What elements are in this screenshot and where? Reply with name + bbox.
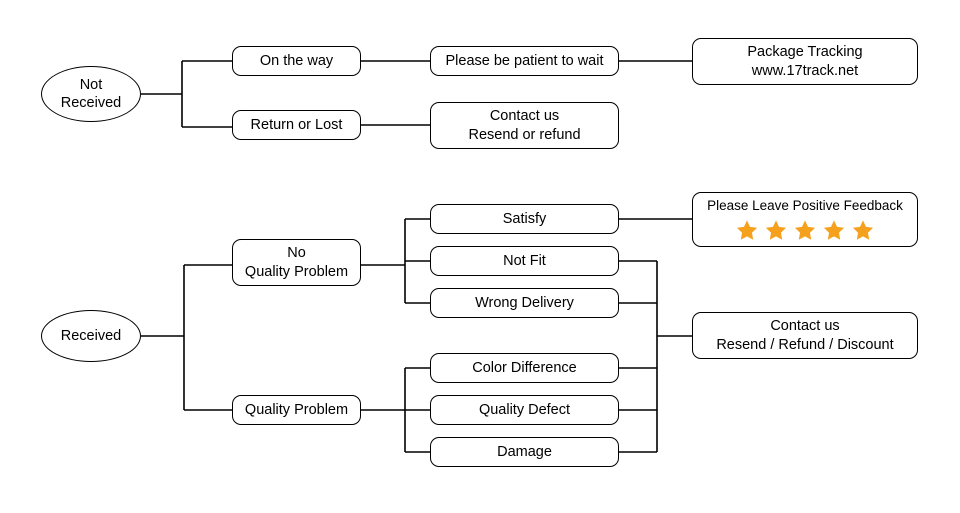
star-icon — [794, 220, 816, 240]
node-on-the-way: On the way — [232, 46, 361, 76]
star-icon — [823, 220, 845, 240]
node-label: Not Fit — [503, 252, 546, 269]
node-label: On the way — [259, 52, 334, 69]
node-label: Please be patient to wait — [445, 52, 604, 69]
node-label: Damage — [497, 443, 552, 460]
node-label: Satisfy — [502, 210, 547, 227]
node-not-received: Not Received — [41, 66, 141, 122]
star-icon — [736, 220, 758, 240]
node-label: Quality Defect — [478, 401, 571, 418]
star-icon — [852, 220, 874, 240]
node-label: No Quality Problem — [244, 245, 349, 280]
node-return-or-lost: Return or Lost — [232, 110, 361, 140]
node-label: Return or Lost — [250, 116, 343, 133]
node-received: Received — [41, 310, 141, 362]
node-please-be-patient: Please be patient to wait — [430, 46, 619, 76]
feedback-title: Please Leave Positive Feedback — [707, 198, 903, 214]
star-icon — [765, 220, 787, 240]
node-label: Quality Problem — [244, 401, 349, 418]
node-wrong-delivery: Wrong Delivery — [430, 288, 619, 318]
node-label: Wrong Delivery — [475, 294, 574, 311]
node-no-quality-problem: No Quality Problem — [232, 239, 361, 286]
node-label: Package Tracking www.17track.net — [747, 44, 863, 79]
node-quality-defect: Quality Defect — [430, 395, 619, 425]
node-satisfy: Satisfy — [430, 204, 619, 234]
node-contact-resend-refund-discount: Contact us Resend / Refund / Discount — [692, 312, 918, 359]
node-label: Contact us Resend / Refund / Discount — [716, 318, 894, 353]
node-label: Contact us Resend or refund — [468, 108, 581, 143]
node-not-fit: Not Fit — [430, 246, 619, 276]
node-label: Not Received — [60, 76, 122, 111]
node-label: Color Difference — [472, 359, 577, 376]
node-label: Received — [60, 327, 122, 344]
node-quality-problem: Quality Problem — [232, 395, 361, 425]
node-damage: Damage — [430, 437, 619, 467]
node-color-difference: Color Difference — [430, 353, 619, 383]
rating-stars — [736, 219, 874, 241]
node-contact-resend-refund: Contact us Resend or refund — [430, 102, 619, 149]
node-package-tracking: Package Tracking www.17track.net — [692, 38, 918, 85]
node-positive-feedback: Please Leave Positive Feedback — [692, 192, 918, 247]
